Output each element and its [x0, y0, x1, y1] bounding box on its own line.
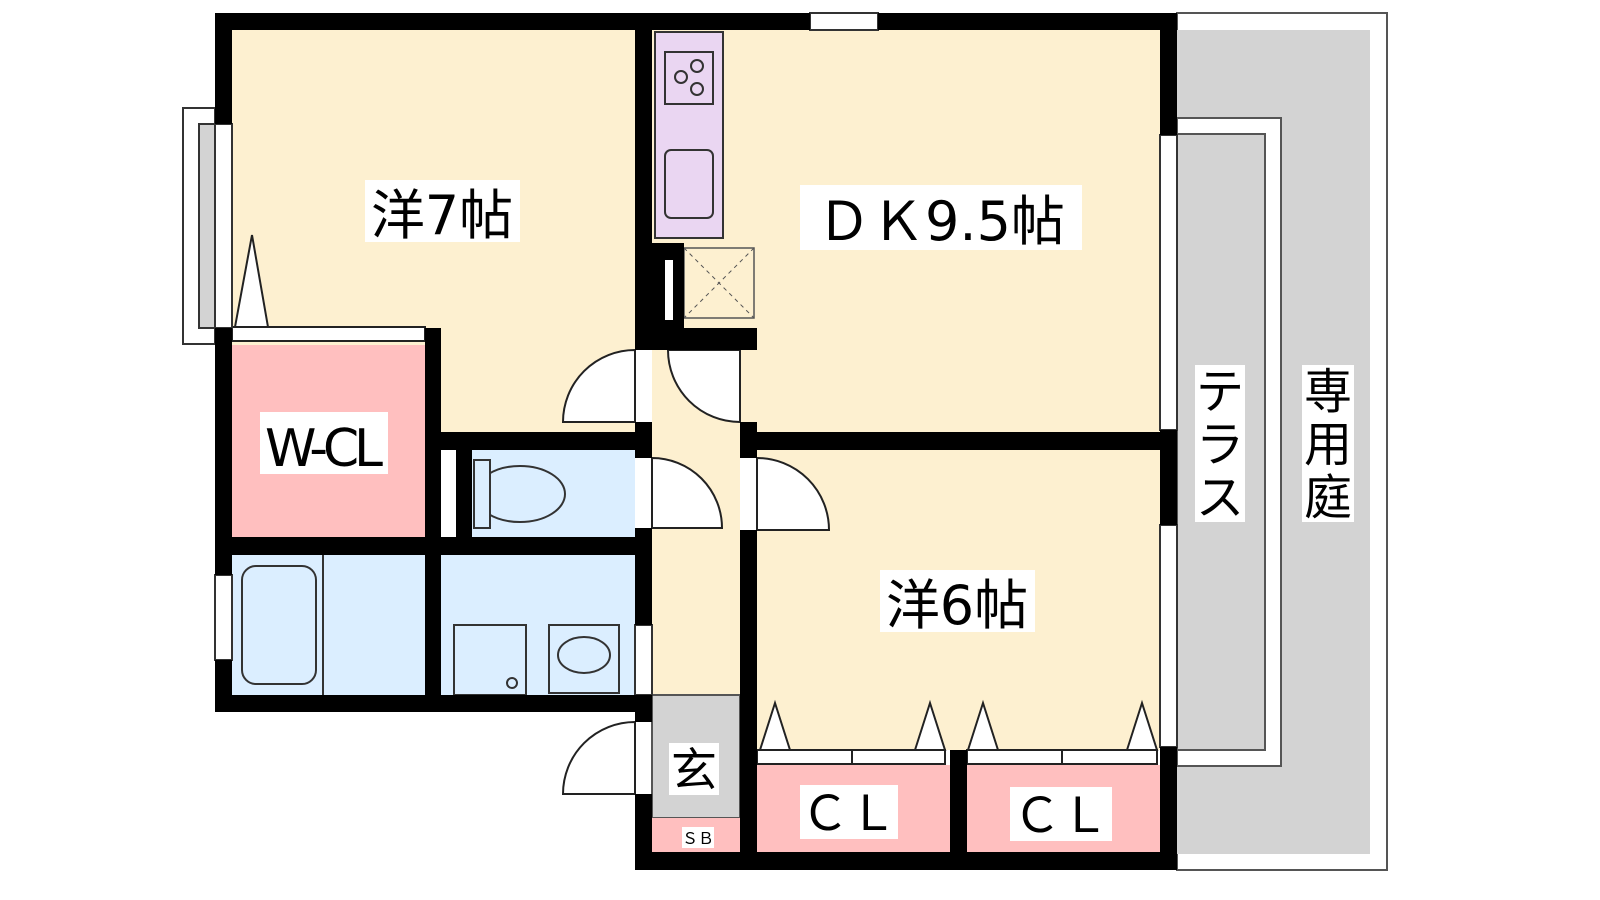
doors[interactable] [561, 348, 831, 795]
label-western-6: 洋6帖 [886, 574, 1028, 637]
label-entrance: 玄 [671, 743, 717, 797]
label-closet-1: ＣＬ [801, 786, 897, 842]
label-terrace-3: ス [1196, 470, 1244, 526]
label-garden-1: 専 [1304, 364, 1352, 420]
stove-icon [664, 51, 714, 105]
label-garden-2: 用 [1304, 417, 1352, 473]
label-garden-3: 庭 [1304, 470, 1352, 526]
label-wcl: W-CL [265, 419, 383, 479]
label-dk: ＤＫ9.5帖 [817, 190, 1065, 253]
label-terrace-2: ラ [1196, 417, 1244, 473]
label-shoe-box: ＳＢ [682, 829, 714, 848]
sink-icon [664, 149, 714, 219]
label-western-7: 洋7帖 [371, 184, 513, 247]
bathtub-icon [241, 565, 317, 685]
label-closet-2: ＣＬ [1013, 788, 1109, 844]
washbasin-icon [548, 624, 620, 694]
label-terrace-1: テ [1196, 364, 1244, 420]
kitchen-counter [654, 31, 724, 239]
walls [215, 13, 1177, 870]
